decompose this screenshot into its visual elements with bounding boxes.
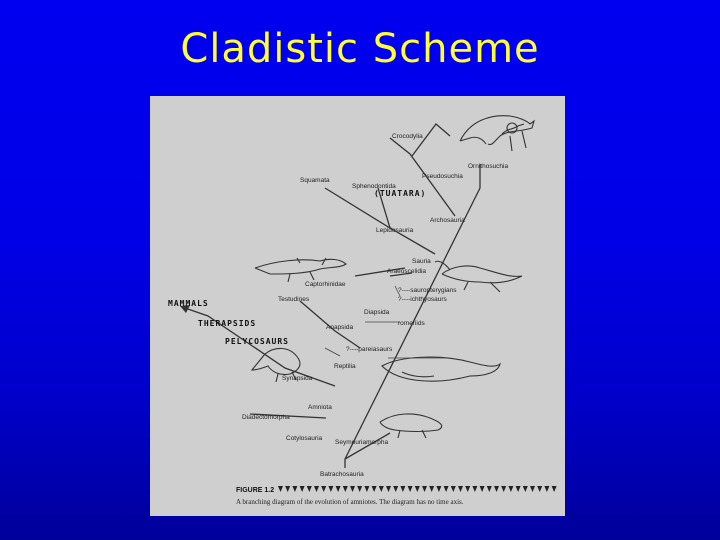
label-tuatara: (TUATARA) — [374, 189, 426, 198]
caption-rule-triangle — [378, 486, 384, 492]
sphenodontida-branch — [377, 187, 391, 229]
label-lepidosauria: Lepidosauria — [376, 227, 414, 234]
pelycosaur-sketch — [250, 347, 301, 383]
caption-rule-triangle — [422, 486, 427, 492]
ichthyosaur-sketch — [381, 356, 501, 382]
caption-rule-triangle — [357, 486, 363, 492]
caption-rule-triangle — [414, 486, 420, 492]
slide-title: Cladistic Scheme — [180, 26, 540, 72]
caption-rule-triangle — [544, 486, 550, 492]
label-sauropterygians: ?----sauropterygians — [398, 287, 457, 294]
label-therapsids: THERAPSIDS — [198, 319, 256, 328]
caption-rule-triangle — [299, 486, 305, 492]
caption-rule-triangle — [328, 486, 334, 492]
caption-rule-triangle — [537, 486, 543, 492]
seymouriamorpha-branch — [344, 432, 391, 460]
label-squamata: Squamata — [300, 177, 330, 184]
caption-rule-triangle — [443, 486, 449, 492]
caption-rule-triangle — [530, 486, 535, 492]
label-araeoscelidia: Araeoscelidia — [387, 268, 426, 275]
caption-rule-triangle — [314, 486, 319, 492]
caption-rule-triangle — [364, 486, 370, 492]
caption-rule-triangle — [472, 486, 478, 492]
araeoscelidia-branch — [389, 272, 413, 277]
label-pseudosuchia: Pseudosuchia — [422, 173, 463, 180]
seymouriamorph-sketch — [379, 413, 443, 439]
marine-reptile-link — [394, 285, 401, 297]
caption-rule-triangle — [522, 486, 528, 492]
label-diapsida: Diapsida — [364, 309, 390, 316]
label-amniota: Amniota — [308, 404, 332, 411]
label-pelycosaurs: PELYCOSAURS — [225, 337, 289, 346]
caption-rule-triangle — [465, 486, 471, 492]
label-synapsida: Synapsida — [282, 375, 313, 382]
caption-rule-triangle — [335, 486, 341, 492]
label-archosauria: Archosauria — [430, 217, 465, 224]
caption-rule-triangle — [508, 486, 514, 492]
caption-rule-triangle — [292, 486, 298, 492]
caption-rule-triangle — [458, 486, 463, 492]
caption-rule-triangle — [386, 486, 391, 492]
synapsida-branch — [184, 307, 336, 387]
caption-rule-triangle — [515, 486, 521, 492]
lizard-sketch — [254, 257, 347, 283]
label-reptilia: Reptilia — [334, 363, 356, 370]
captorhinidae-branch — [354, 267, 406, 277]
label-seymouriamorpha: Seymouriamorpha — [335, 439, 388, 446]
caption-rule-triangle — [393, 486, 399, 492]
archosauria-branch — [389, 137, 456, 217]
label-ornithosuchia: Ornithosuchia — [468, 163, 508, 170]
caption-rule-triangle — [450, 486, 456, 492]
label-testudines: Testudines — [278, 296, 310, 303]
caption-rule-triangle — [479, 486, 485, 492]
caption-text: A branching diagram of the evolution of … — [236, 498, 464, 506]
label-sauria: Sauria — [412, 258, 431, 265]
caption-rule-triangle — [350, 486, 355, 492]
caption-rule-triangle — [342, 486, 348, 492]
mammals-arrowhead — [180, 305, 190, 313]
caption-rule-triangle — [285, 486, 291, 492]
label-anapsida: Anapsida — [326, 324, 353, 331]
label-ichthyosaurs: ?----ichthyosaurs — [398, 296, 448, 303]
label-cotylosauria: Cotylosauria — [286, 435, 323, 442]
label-sphenodontida: Sphenodontida — [352, 183, 396, 190]
caption-rule-triangle — [429, 486, 435, 492]
cladogram-figure: Crocodylia Ornithosuchia Pseudosuchia Sq… — [150, 96, 565, 516]
label-mammals: MAMMALS — [168, 299, 209, 308]
caption-rule-triangle — [501, 486, 507, 492]
label-crocodylia: Crocodylia — [392, 133, 423, 140]
caption-rule-triangle — [494, 486, 499, 492]
diadectomorpha-branch — [249, 413, 327, 419]
label-romeriids: romeriids — [398, 320, 425, 327]
crocodylia-branch — [411, 123, 451, 157]
caption-rule-triangle — [400, 486, 406, 492]
label-pareiasaurs: ?----pareiasaurs — [346, 346, 393, 353]
cladogram-svg: Crocodylia Ornithosuchia Pseudosuchia Sq… — [168, 115, 557, 506]
label-batrachosauria: Batrachosauria — [320, 471, 364, 478]
anapsida-branch — [299, 300, 361, 349]
dinosaur-sketch — [459, 115, 535, 152]
label-diadectomorpha: Diadectomorpha — [242, 414, 290, 421]
tree-lines — [180, 123, 481, 468]
caption-rule-triangle — [306, 486, 312, 492]
label-captorhinidae: Captorhinidae — [305, 281, 346, 288]
caption-figure-label: FIGURE 1.2 — [236, 487, 274, 494]
caption-rule-triangle — [371, 486, 377, 492]
caption-triangle-rule — [278, 486, 557, 492]
caption-rule-triangle — [551, 486, 557, 492]
pareiasaurs-link — [324, 347, 341, 357]
caption-rule-triangle — [278, 486, 283, 492]
caption-rule-triangle — [321, 486, 327, 492]
main-trunk-line — [344, 187, 481, 460]
caption-rule-triangle — [436, 486, 442, 492]
caption-rule-triangle — [486, 486, 492, 492]
plesiosaur-sketch — [434, 260, 523, 293]
caption-rule-triangle — [407, 486, 413, 492]
